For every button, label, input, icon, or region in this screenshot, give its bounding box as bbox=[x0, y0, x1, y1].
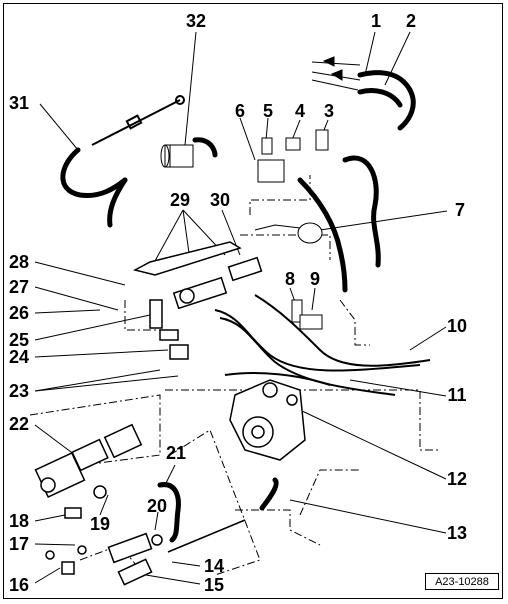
callout-15: 15 bbox=[203, 575, 225, 595]
callout-24: 24 bbox=[8, 347, 30, 367]
callout-28: 28 bbox=[8, 252, 30, 272]
callout-4: 4 bbox=[294, 101, 305, 121]
callout-3: 3 bbox=[323, 101, 334, 121]
callout-17: 17 bbox=[8, 534, 30, 554]
callout-19: 19 bbox=[89, 514, 111, 534]
callout-14: 14 bbox=[203, 556, 225, 576]
callout-31: 31 bbox=[8, 93, 30, 113]
callout-23: 23 bbox=[8, 381, 30, 401]
return-line-upper bbox=[91, 95, 185, 146]
pressure-filter bbox=[160, 144, 194, 168]
callout-12: 12 bbox=[446, 469, 468, 489]
callout-32: 32 bbox=[185, 11, 207, 31]
callout-18: 18 bbox=[8, 511, 30, 531]
high-pressure-pump bbox=[229, 379, 306, 461]
callout-25: 25 bbox=[8, 330, 30, 350]
callout-5: 5 bbox=[262, 101, 273, 121]
callout-27: 27 bbox=[8, 277, 30, 297]
high-pressure-lines bbox=[214, 294, 431, 396]
callout-9: 9 bbox=[309, 269, 320, 289]
callout-13: 13 bbox=[446, 523, 468, 543]
sensor-components bbox=[254, 129, 329, 330]
flow-arrows bbox=[311, 56, 361, 91]
callout-7: 7 bbox=[454, 200, 465, 220]
callout-29: 29 bbox=[169, 190, 191, 210]
lower-left-assembly bbox=[34, 423, 246, 586]
callout-20: 20 bbox=[146, 496, 168, 516]
fuel-rail bbox=[132, 241, 263, 360]
callout-2: 2 bbox=[405, 11, 416, 31]
callout-26: 26 bbox=[8, 303, 30, 323]
diagram-frame bbox=[3, 3, 503, 599]
callout-10: 10 bbox=[446, 316, 468, 336]
callout-6: 6 bbox=[234, 101, 245, 121]
fuel-hoses bbox=[60, 70, 416, 543]
callout-21: 21 bbox=[165, 443, 187, 463]
callout-11: 11 bbox=[447, 385, 467, 405]
reference-code: A23-10288 bbox=[425, 573, 499, 590]
callout-30: 30 bbox=[209, 190, 231, 210]
callout-8: 8 bbox=[284, 269, 295, 289]
callout-1: 1 bbox=[370, 11, 381, 31]
callout-22: 22 bbox=[8, 414, 30, 434]
callout-16: 16 bbox=[8, 575, 30, 595]
